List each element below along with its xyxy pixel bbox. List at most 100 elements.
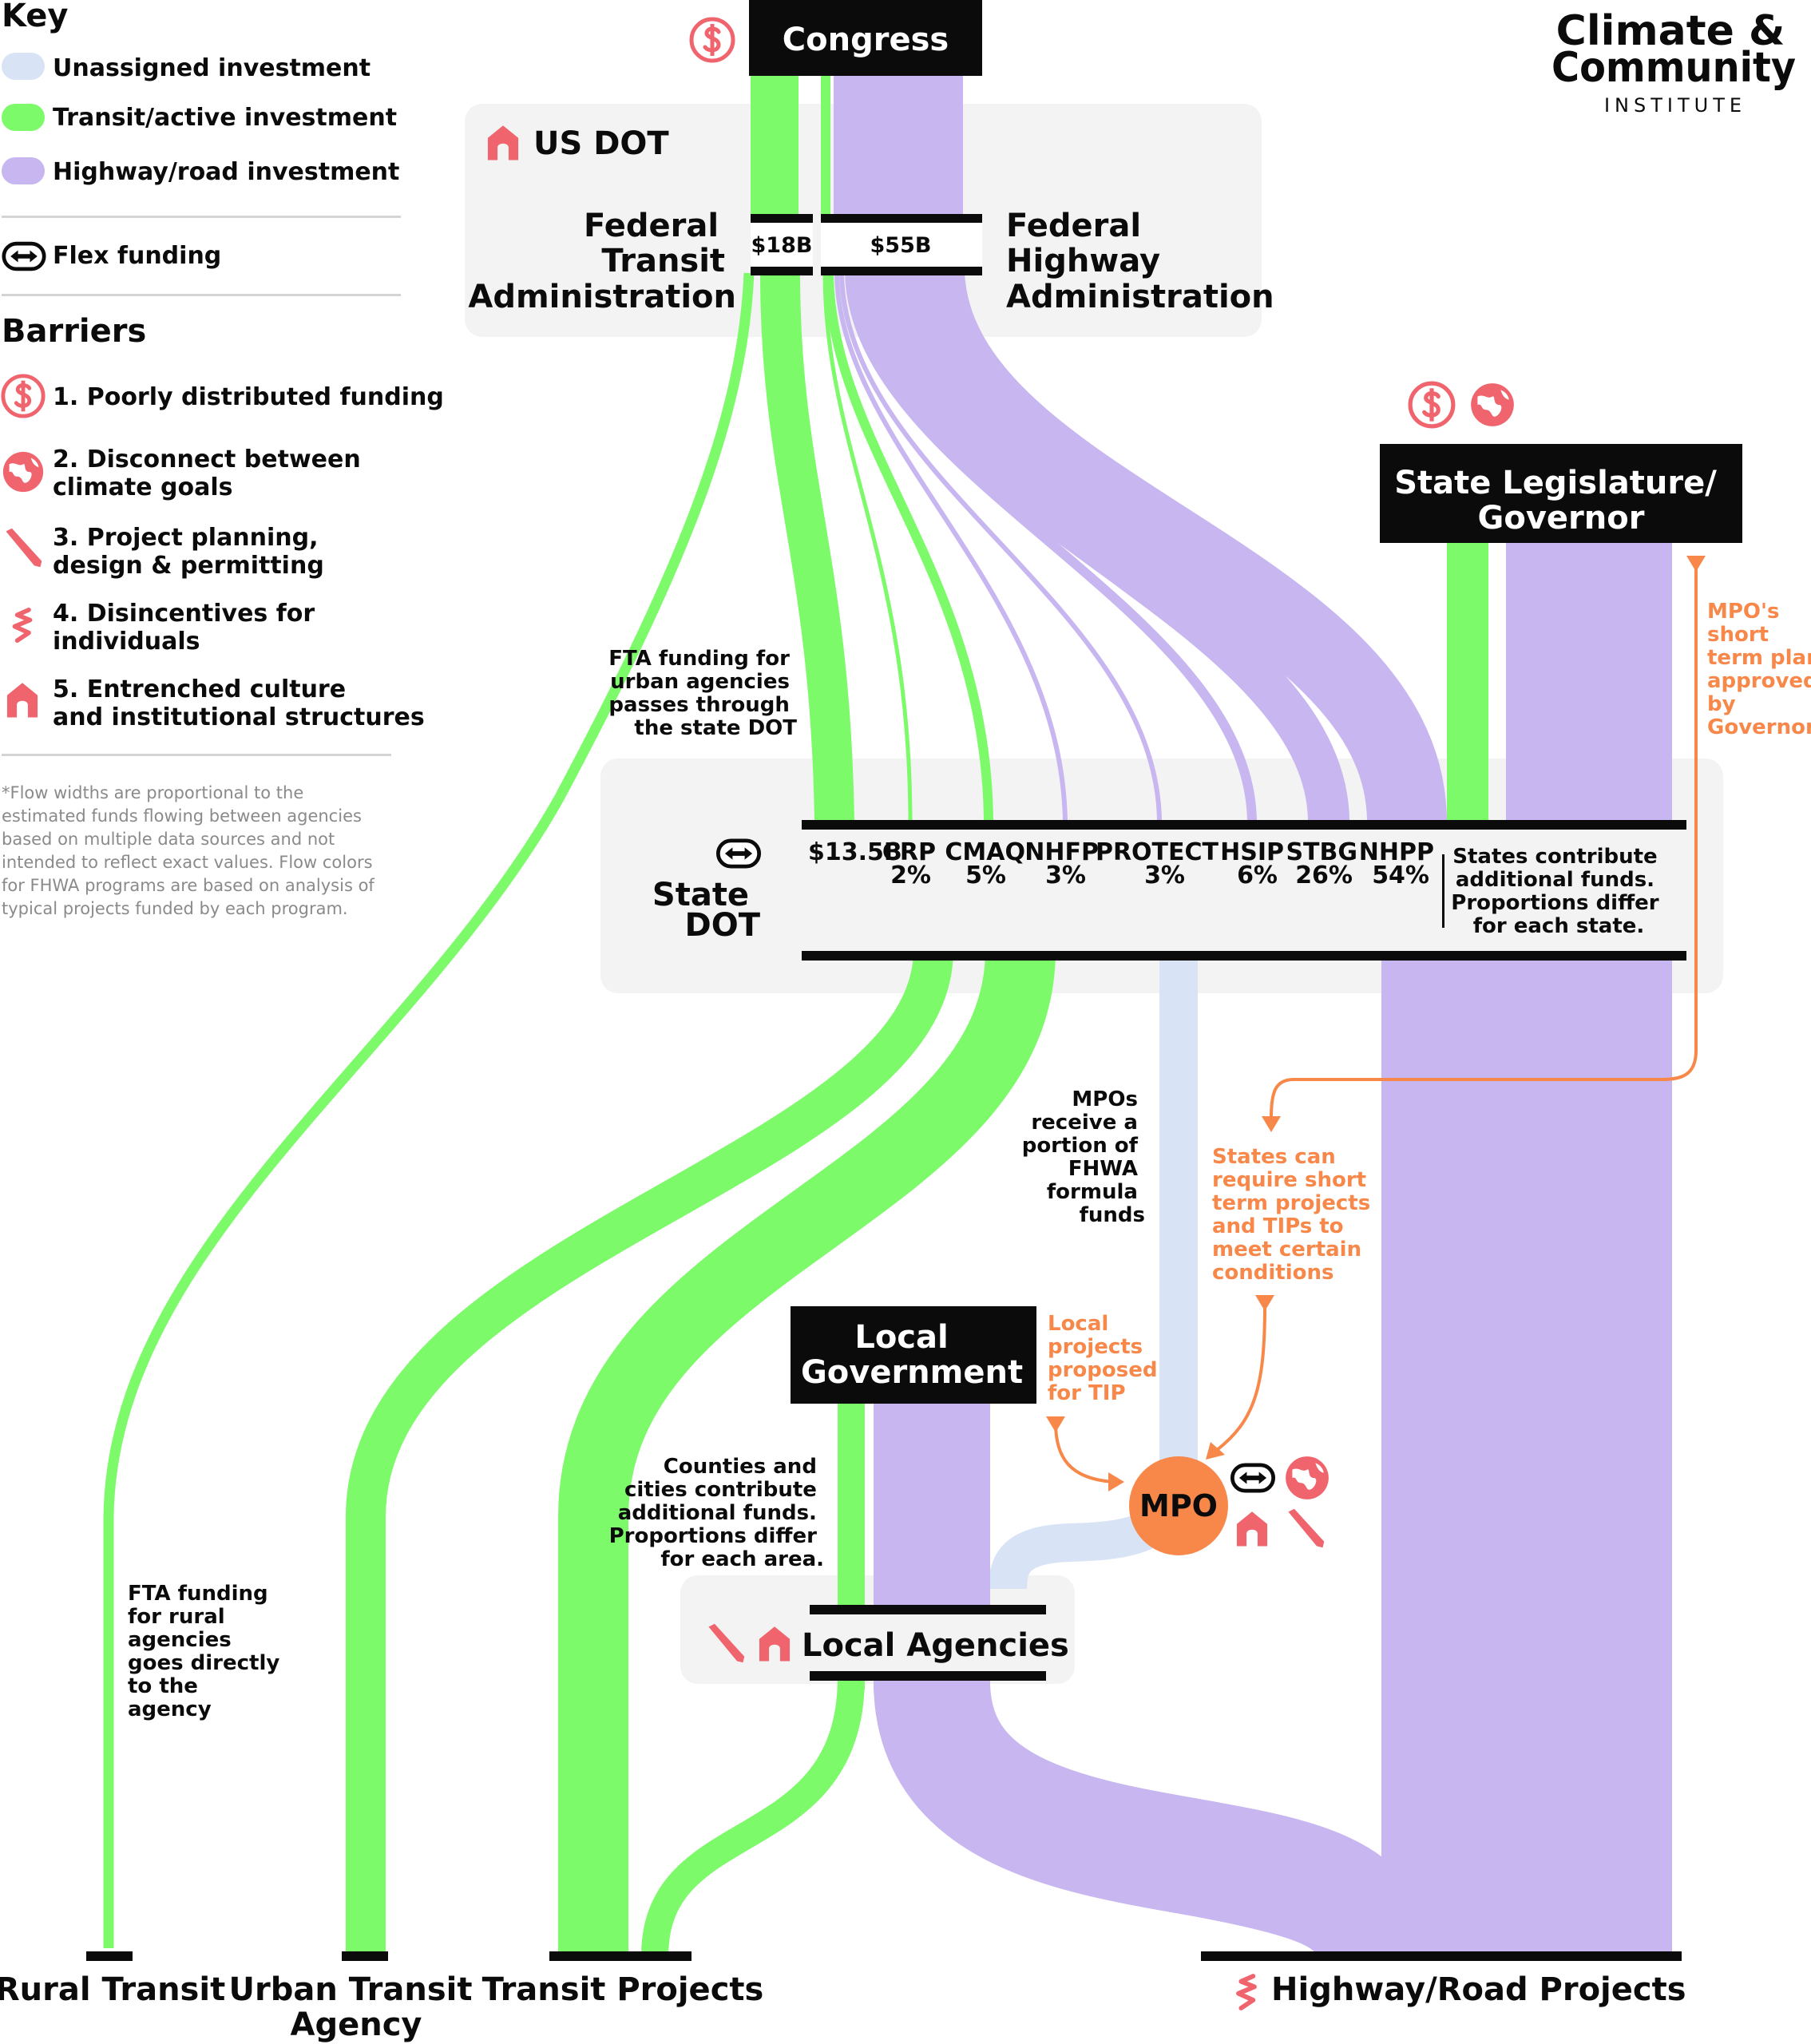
program-label-fta-amount: $13.5B xyxy=(808,838,902,866)
globe-icon xyxy=(1286,1456,1329,1499)
dollar-icon xyxy=(3,376,43,416)
pencil-icon xyxy=(6,528,42,568)
flow-fhwa-stbg xyxy=(851,271,1349,823)
fta-urban-note: FTA funding for urban agencies passes th… xyxy=(608,647,797,740)
flow-statedot-transit-projects xyxy=(558,949,1056,1956)
key-title: Key xyxy=(2,0,69,34)
state-legislature-label: State Legislature/ Governor xyxy=(1394,465,1728,537)
mpo-plan-note: MPO's short term plan approved by Govern… xyxy=(1707,600,1811,739)
footnote: *Flow widths are proportional to the est… xyxy=(2,783,380,918)
highway-projects-bar xyxy=(1201,1951,1682,1961)
legend-unassigned-label: Unassigned investment xyxy=(53,54,371,82)
program-pct-nhfp: 3% xyxy=(1045,862,1086,889)
state-dot-label-area xyxy=(802,830,1686,951)
fta-amount-top-bar xyxy=(751,214,813,223)
local-agencies-bottom-bar xyxy=(810,1671,1046,1681)
arrow-states-require xyxy=(1215,1305,1266,1452)
state-dot-bottom-bar xyxy=(802,951,1686,961)
highway-projects-label: Highway/Road Projects xyxy=(1271,1971,1686,2008)
logo-line-2: Community xyxy=(1551,44,1796,92)
barrier-5-label: 5. Entrenched culture and institutional … xyxy=(53,675,425,731)
logo-line-1: Climate & xyxy=(1556,7,1785,55)
flow-fhwa-protect xyxy=(839,272,1162,823)
local-government-box xyxy=(791,1306,1036,1404)
house-icon xyxy=(1236,1511,1268,1547)
flex-arrow-icon xyxy=(1232,1465,1273,1491)
barrier-3-label: 3. Project planning, design & permitting xyxy=(53,524,327,580)
barriers-title: Barriers xyxy=(2,313,146,350)
state-legislature-box xyxy=(1380,444,1742,543)
mpo-node xyxy=(1129,1456,1228,1555)
globe-icon xyxy=(1471,383,1514,426)
program-label-hsip: HSIP xyxy=(1220,838,1284,866)
state-dot-divider xyxy=(1442,854,1444,928)
flex-arrow-icon xyxy=(4,244,44,269)
flow-congress-fhwa-transit xyxy=(821,76,830,220)
flow-fhwa-nhfp xyxy=(834,272,1068,823)
states-require-note: States can require short term projects a… xyxy=(1212,1145,1377,1285)
flow-state-transit xyxy=(1447,541,1488,822)
legend-highway-label: Highway/road investment xyxy=(53,158,399,186)
local-agencies-label-bg xyxy=(810,1614,1046,1671)
congress-label: Congress xyxy=(783,22,949,58)
usdot-label: US DOT xyxy=(533,125,669,162)
arrowhead-states-require-bottom xyxy=(1255,1295,1274,1311)
counties-note: Counties and cities contribute additiona… xyxy=(609,1455,824,1571)
flex-arrow-icon xyxy=(718,841,759,866)
program-pct-hsip: 6% xyxy=(1237,862,1278,889)
program-label-nhfp: NHFP xyxy=(1024,838,1099,866)
arrowhead-states-require-top xyxy=(1262,1116,1281,1132)
legend-swatch-unassigned xyxy=(2,53,45,80)
arrow-governor-approval xyxy=(1270,564,1698,1119)
rural-transit-bar xyxy=(86,1951,133,1961)
dollar-icon xyxy=(1410,383,1453,426)
state-dot-label: State DOT xyxy=(652,877,761,944)
fta-rural-note: FTA funding for rural agencies goes dire… xyxy=(128,1582,287,1721)
mpos-receive-note: MPOs receive a portion of FHWA formula f… xyxy=(1022,1087,1145,1227)
program-pct-nhpp: 54% xyxy=(1372,862,1429,889)
legend-flex-label: Flex funding xyxy=(53,242,221,270)
program-label-cmaq: CMAQ xyxy=(945,838,1025,866)
fta-amount: $18B xyxy=(751,233,813,258)
flow-fhwa-cmaq xyxy=(824,272,993,823)
fhwa-label: Federal Highway Administration xyxy=(1006,208,1274,315)
process-arrowheads xyxy=(1046,556,1706,1491)
arrowhead-mpo-left xyxy=(1108,1472,1124,1491)
barrier-1-label: 1. Poorly distributed funding xyxy=(53,383,444,411)
arrowhead-local-projects-top xyxy=(1046,1416,1065,1432)
local-government-label: Local Government xyxy=(801,1319,1023,1391)
legend: Key Unassigned investment Transit/active… xyxy=(2,0,444,918)
fta-amount-bg xyxy=(751,223,813,267)
program-pct-crp: 2% xyxy=(890,862,931,889)
flow-localagencies-highway xyxy=(873,1675,1433,1963)
flow-fhwa-crp xyxy=(822,272,913,823)
program-pct-protect: 3% xyxy=(1144,862,1185,889)
squiggle-icon xyxy=(14,610,30,640)
transit-projects-bar xyxy=(549,1951,692,1961)
local-agencies-top-bar xyxy=(810,1605,1046,1614)
fta-amount-bottom-bar xyxy=(751,267,813,275)
flow-statedot-highway xyxy=(1381,950,1672,1958)
flow-statedot-urban xyxy=(346,949,953,1956)
state-dot-top-bar xyxy=(802,820,1686,830)
mpo-label: MPO xyxy=(1139,1488,1218,1523)
program-pct-cmaq: 5% xyxy=(965,862,1006,889)
program-label-nhpp: NHPP xyxy=(1359,838,1434,866)
legend-swatch-highway xyxy=(2,157,45,184)
barrier-4-label: 4. Disincentives for individuals xyxy=(53,600,323,656)
program-labels: $13.5B CRP 2% CMAQ 5% NHFP 3% PROTECT 3%… xyxy=(808,838,1434,889)
flow-fta-rural xyxy=(103,272,755,1948)
legend-divider xyxy=(2,754,391,756)
squiggle-icon xyxy=(1238,1976,1254,2008)
flow-fta-statedot xyxy=(760,272,854,823)
legend-divider xyxy=(2,294,401,296)
fhwa-amount: $55B xyxy=(870,233,932,258)
flow-localagencies-transit xyxy=(641,1676,865,1957)
house-icon xyxy=(6,683,38,718)
flow-fhwa-nhpp xyxy=(885,269,1447,824)
rural-transit-label: Rural Transit xyxy=(0,1971,225,2008)
transit-projects-label: Transit Projects xyxy=(482,1971,764,2008)
flow-congress-fhwa-highway xyxy=(834,76,963,220)
local-agencies-label: Local Agencies xyxy=(802,1627,1069,1664)
